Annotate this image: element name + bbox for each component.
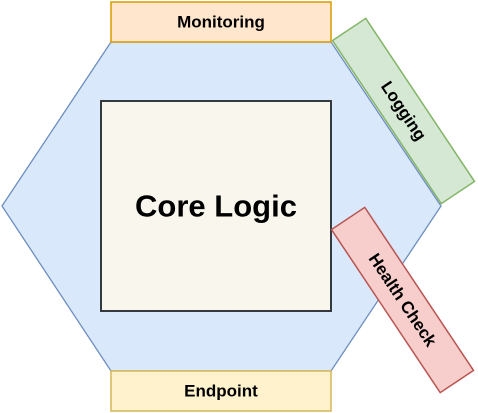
health-check-box[interactable] [330, 206, 475, 394]
endpoint-box[interactable] [110, 370, 332, 412]
core-logic-box[interactable] [100, 100, 332, 312]
endpoint-module[interactable]: Endpoint [110, 370, 332, 412]
endpoint-label: Endpoint [184, 382, 258, 401]
monitoring-label: Monitoring [177, 13, 265, 32]
core-logic-node[interactable]: Core Logic [100, 100, 332, 312]
logging-box[interactable] [331, 17, 476, 205]
monitoring-box[interactable] [110, 1, 332, 43]
monitoring-module[interactable]: Monitoring [110, 1, 332, 43]
core-logic-label: Core Logic [135, 189, 297, 224]
